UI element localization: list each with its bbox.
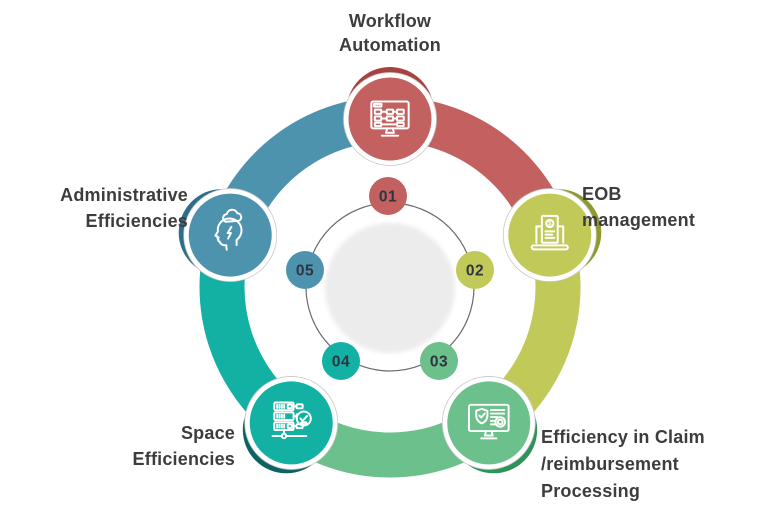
label-eob-management: EOB management bbox=[582, 181, 752, 233]
label-line: Efficiencies bbox=[132, 449, 235, 469]
label-line: management bbox=[582, 210, 696, 230]
step-badge-03: 03 bbox=[420, 342, 458, 380]
label-line: Efficiency in Claim bbox=[541, 427, 705, 447]
center-disc bbox=[325, 223, 455, 353]
label-claim-processing: Efficiency in Claim /reimbursement Proce… bbox=[541, 424, 761, 505]
label-line: Workflow bbox=[348, 11, 432, 31]
eob-laptop-document-icon: $ bbox=[530, 214, 569, 251]
label-line: Processing bbox=[541, 481, 641, 501]
workflow-automation-monitor-icon bbox=[370, 100, 410, 137]
workflow-badge bbox=[348, 77, 432, 161]
claim-processing-monitor-icon bbox=[467, 403, 510, 440]
label-line: Efficiencies bbox=[85, 211, 188, 231]
label-line: Space bbox=[180, 423, 235, 443]
admin-head-brainstorm-icon bbox=[214, 208, 243, 251]
server-space-check-icon bbox=[271, 401, 312, 440]
step-badge-02: 02 bbox=[456, 251, 494, 289]
step-number-04: 04 bbox=[332, 354, 350, 371]
label-space-efficiencies: Space Efficiencies bbox=[85, 420, 235, 472]
label-administrative-efficiencies: Administrative Efficiencies bbox=[28, 182, 188, 234]
step-badge-01: 01 bbox=[369, 177, 407, 215]
step-badge-05: 05 bbox=[286, 251, 324, 289]
step-number-02: 02 bbox=[466, 263, 484, 280]
label-line: Administrative bbox=[60, 185, 188, 205]
label-line: EOB bbox=[582, 184, 622, 204]
label-line: Automation bbox=[339, 35, 441, 55]
label-line: /reimbursement bbox=[541, 454, 679, 474]
step-number-05: 05 bbox=[296, 263, 314, 280]
claims-badge bbox=[447, 381, 531, 465]
step-badge-04: 04 bbox=[322, 342, 360, 380]
step-number-01: 01 bbox=[379, 189, 397, 206]
label-workflow-automation: Workflow Automation bbox=[270, 9, 510, 57]
svg-text:$: $ bbox=[548, 222, 552, 228]
step-number-03: 03 bbox=[430, 354, 448, 371]
